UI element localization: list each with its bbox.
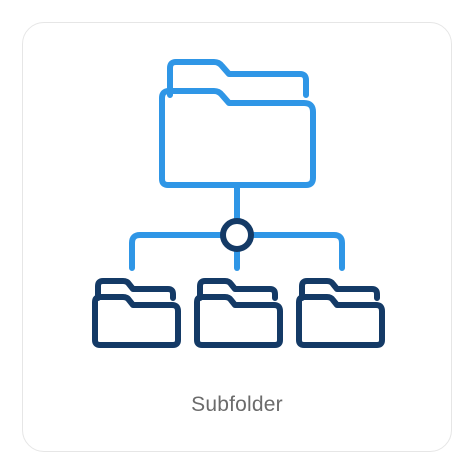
parent-folder-icon: [159, 59, 316, 188]
icon-card: [22, 22, 452, 452]
child-folder-right-icon: [296, 278, 385, 348]
hub-node-icon: [220, 218, 254, 252]
icon-caption: Subfolder: [191, 393, 283, 416]
hierarchy-connector: [129, 182, 345, 271]
child-folder-middle-icon: [194, 278, 283, 348]
child-folder-left-icon: [92, 278, 181, 348]
